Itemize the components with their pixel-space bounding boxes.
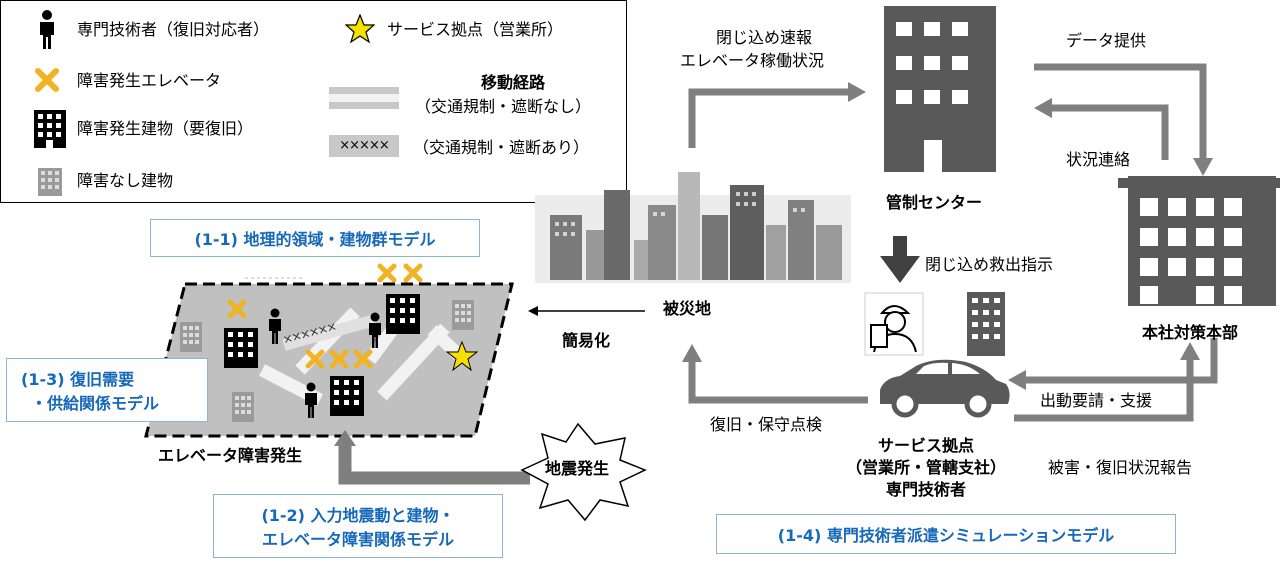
data-provision-label: データ提供: [1066, 31, 1147, 50]
model-1-3-line1: (1-3) 復旧需要: [21, 370, 135, 389]
service-base-label-line1: サービス拠点: [878, 436, 975, 455]
rescue-instruction-arrow: [893, 236, 907, 258]
legend-faulty-building-label: 障害発生建物（要復旧）: [77, 119, 254, 138]
map-faulty-buildings: [224, 294, 420, 416]
model-1-4-label: (1-4) 専門技術者派遣シミュレーションモデル: [777, 526, 1115, 545]
map-service-base-star: [445, 340, 479, 372]
legend-route-blocked-label: （交通規制・遮断あり）: [413, 138, 590, 157]
dispatch-arrow: [1026, 338, 1218, 384]
model-1-4-box: (1-4) 専門技術者派遣シミュレーションモデル: [716, 514, 1176, 554]
legend-normal-building-label: 障害なし建物: [77, 171, 174, 190]
person-icon: [40, 10, 54, 49]
route-blocked-swatch: ×××××: [329, 135, 399, 157]
model-1-2-box: (1-2) 入力地震動と建物・ エレベータ障害関係モデル: [213, 494, 503, 558]
report-arrow: [688, 88, 848, 148]
building-icon: [38, 168, 62, 196]
status-contact-arrow: [1050, 104, 1169, 160]
dispatch-request-label: 出動要請・支援: [1040, 391, 1153, 410]
recovery-arrow: [688, 360, 868, 404]
model-1-3-line2: ・供給関係モデル: [31, 394, 160, 413]
legend-route-open-label: （交通規制・遮断なし）: [415, 97, 592, 116]
map-faulty-elevators: [227, 263, 423, 369]
control-center-building-icon: [884, 6, 996, 172]
disaster-area-label: 被災地: [663, 299, 712, 318]
route-blocked: [282, 314, 377, 351]
model-1-3-box: (1-3) 復旧需要 ・供給関係モデル: [6, 358, 208, 422]
damage-report-label: 被害・復旧状況報告: [1048, 458, 1193, 477]
building-icon: [34, 110, 66, 148]
legend-technician-label: 専門技術者（復旧対応者）: [77, 20, 270, 39]
headquarters-label: 本社対策本部: [1142, 323, 1239, 342]
map-caption: エレベータ障害発生: [158, 446, 303, 465]
legend-route-title: 移動経路: [481, 73, 546, 92]
star-icon: [345, 14, 375, 44]
earthquake-label: 地震発生: [545, 459, 610, 478]
service-base-label-line2: （営業所・管轄支社）: [846, 458, 1007, 477]
control-center-label: 管制センター: [886, 193, 983, 212]
earthquake-arrow: [338, 443, 530, 485]
model-1-2-line2: エレベータ障害関係モデル: [261, 530, 454, 549]
service-base-label-line3: 専門技術者: [886, 480, 967, 499]
simplify-label: 簡易化: [562, 331, 611, 350]
car-icon: [880, 359, 1010, 418]
confinement-report-line2: エレベータ稼働状況: [680, 51, 825, 70]
model-1-1-label: (1-1) 地理的領域・建物群モデル: [194, 230, 436, 249]
confinement-report-line1: 閉じ込め速報: [716, 28, 813, 47]
legend-service-base-label: サービス拠点（営業所）: [387, 20, 564, 39]
worker-icon: [864, 292, 924, 356]
rescue-instruction-label: 閉じ込め救出指示: [925, 255, 1054, 274]
status-contact-label: 状況連絡: [1066, 150, 1131, 169]
data-provision-arrow: [1034, 63, 1207, 158]
headquarters-building-icon: [1118, 176, 1280, 306]
route-open-swatch: [329, 87, 399, 109]
model-1-2-line1: (1-2) 入力地震動と建物・: [261, 506, 455, 525]
earthquake-burst: [520, 422, 647, 522]
legend-faulty-elevator-label: 障害発生エレベータ: [77, 71, 222, 90]
damage-report-arrow: [1014, 358, 1194, 422]
map-technicians: [269, 308, 381, 418]
model-1-1-box: (1-1) 地理的領域・建物群モデル: [150, 219, 480, 257]
x-mark-icon: [35, 68, 59, 92]
legend: 専門技術者（復旧対応者） サービス拠点（営業所） 障害発生エレベータ 障害発生建…: [0, 0, 627, 203]
recovery-inspection-label: 復旧・保守点検: [710, 415, 823, 434]
service-base-building-icon: [967, 292, 1005, 356]
city-skyline-icon: [535, 172, 851, 283]
map-normal-buildings: [180, 300, 474, 422]
